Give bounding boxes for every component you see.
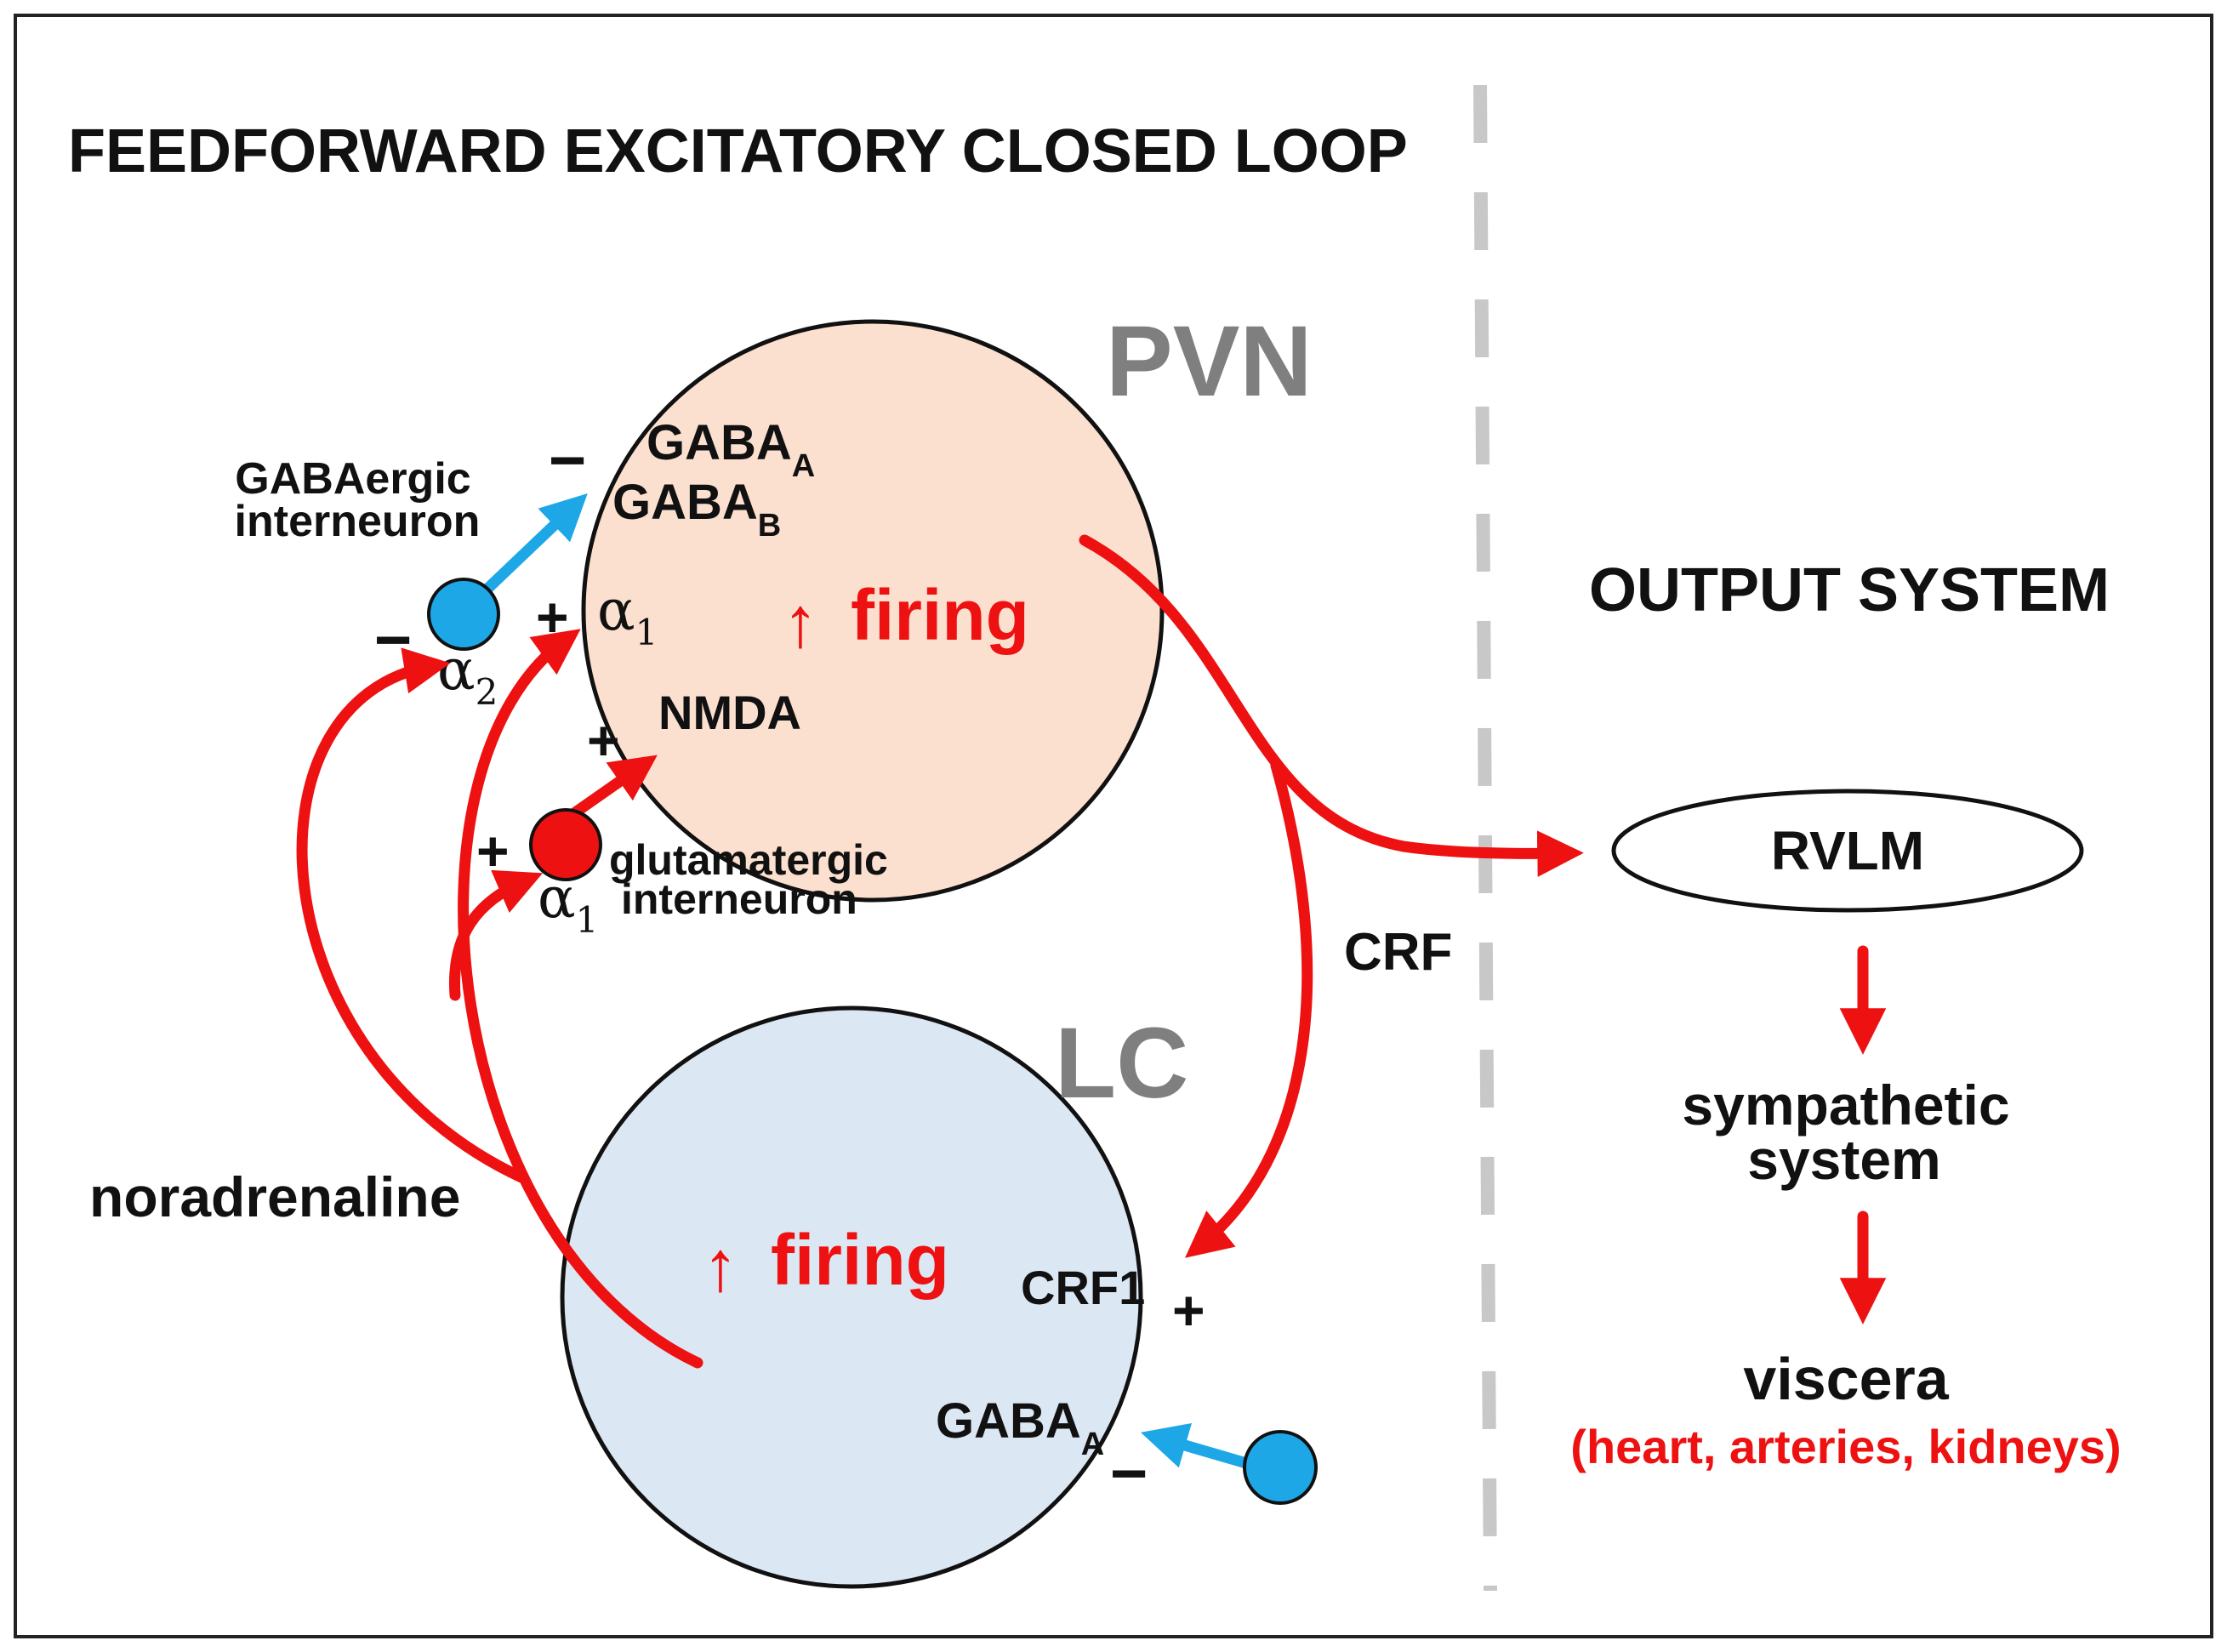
gabaergic-minus-sign: − [549, 424, 586, 497]
pvn-to-rvlm-pathway [1079, 534, 1584, 877]
crf1-plus-sign: + [1172, 1279, 1205, 1342]
pvn-label: PVN [1106, 305, 1313, 418]
excitatory-pathways [296, 534, 1887, 1369]
noradrenaline-label: noradrenaline [89, 1165, 460, 1228]
noradrenaline-to-pvn-alpha1-pathway [458, 629, 703, 1369]
section-divider [1473, 84, 1497, 1592]
crf-pathway [1185, 760, 1313, 1258]
glutamatergic-plus-sign: + [476, 819, 510, 882]
output-system-title: OUTPUT SYSTEM [1589, 556, 2110, 624]
lc-gabaergic-to-lc-pathway [1141, 1422, 1252, 1469]
pvn-gaba-a-receptor: GABAA [646, 415, 815, 484]
pvn-cell [581, 319, 1165, 903]
rvlm-node [1611, 789, 2084, 913]
lc-firing-arrow: ↑ [703, 1226, 738, 1306]
lc-label: LC [1055, 1007, 1188, 1119]
rvlm-label: RVLM [1771, 820, 1924, 881]
pvn-firing-arrow: ↑ [783, 582, 818, 662]
alpha2-minus-sign: − [374, 604, 412, 676]
gabaergic-interneuron-body [427, 578, 500, 651]
diagram-title: FEEDFORWARD EXCITATORY CLOSED LOOP [68, 117, 1408, 185]
crf-label: CRF [1344, 923, 1452, 982]
gabaergic-to-pvn-pathway [479, 493, 588, 597]
lc-firing-text: firing [771, 1220, 949, 1300]
viscera-label: viscera [1743, 1346, 1949, 1412]
lc-gaba-minus-sign: − [1110, 1438, 1148, 1510]
lc-cell [560, 1005, 1143, 1589]
lc-crf1-receptor: CRF1 [1021, 1261, 1145, 1314]
pvn-firing-text: firing [851, 575, 1029, 655]
noradrenaline-to-alpha2-pathway [296, 647, 529, 1184]
viscera-detail-label: (heart, arteries, kidneys) [1570, 1420, 2121, 1473]
pvn-nmda-receptor: NMDA [658, 686, 801, 739]
pvn-gaba-b-receptor: GABAB [612, 475, 781, 544]
lc-gaba-a-receptor: GABAA [936, 1393, 1104, 1462]
lc-gabaergic-interneuron-body [1243, 1430, 1318, 1505]
nmda-plus-sign: + [587, 709, 620, 772]
glutamatergic-interneuron-body [529, 808, 602, 881]
pvn-alpha1-receptor: α1 [597, 578, 658, 653]
noradrenaline-to-glutamatergic-pathway [448, 869, 544, 1001]
inhibitory-pathways [479, 493, 1252, 1469]
